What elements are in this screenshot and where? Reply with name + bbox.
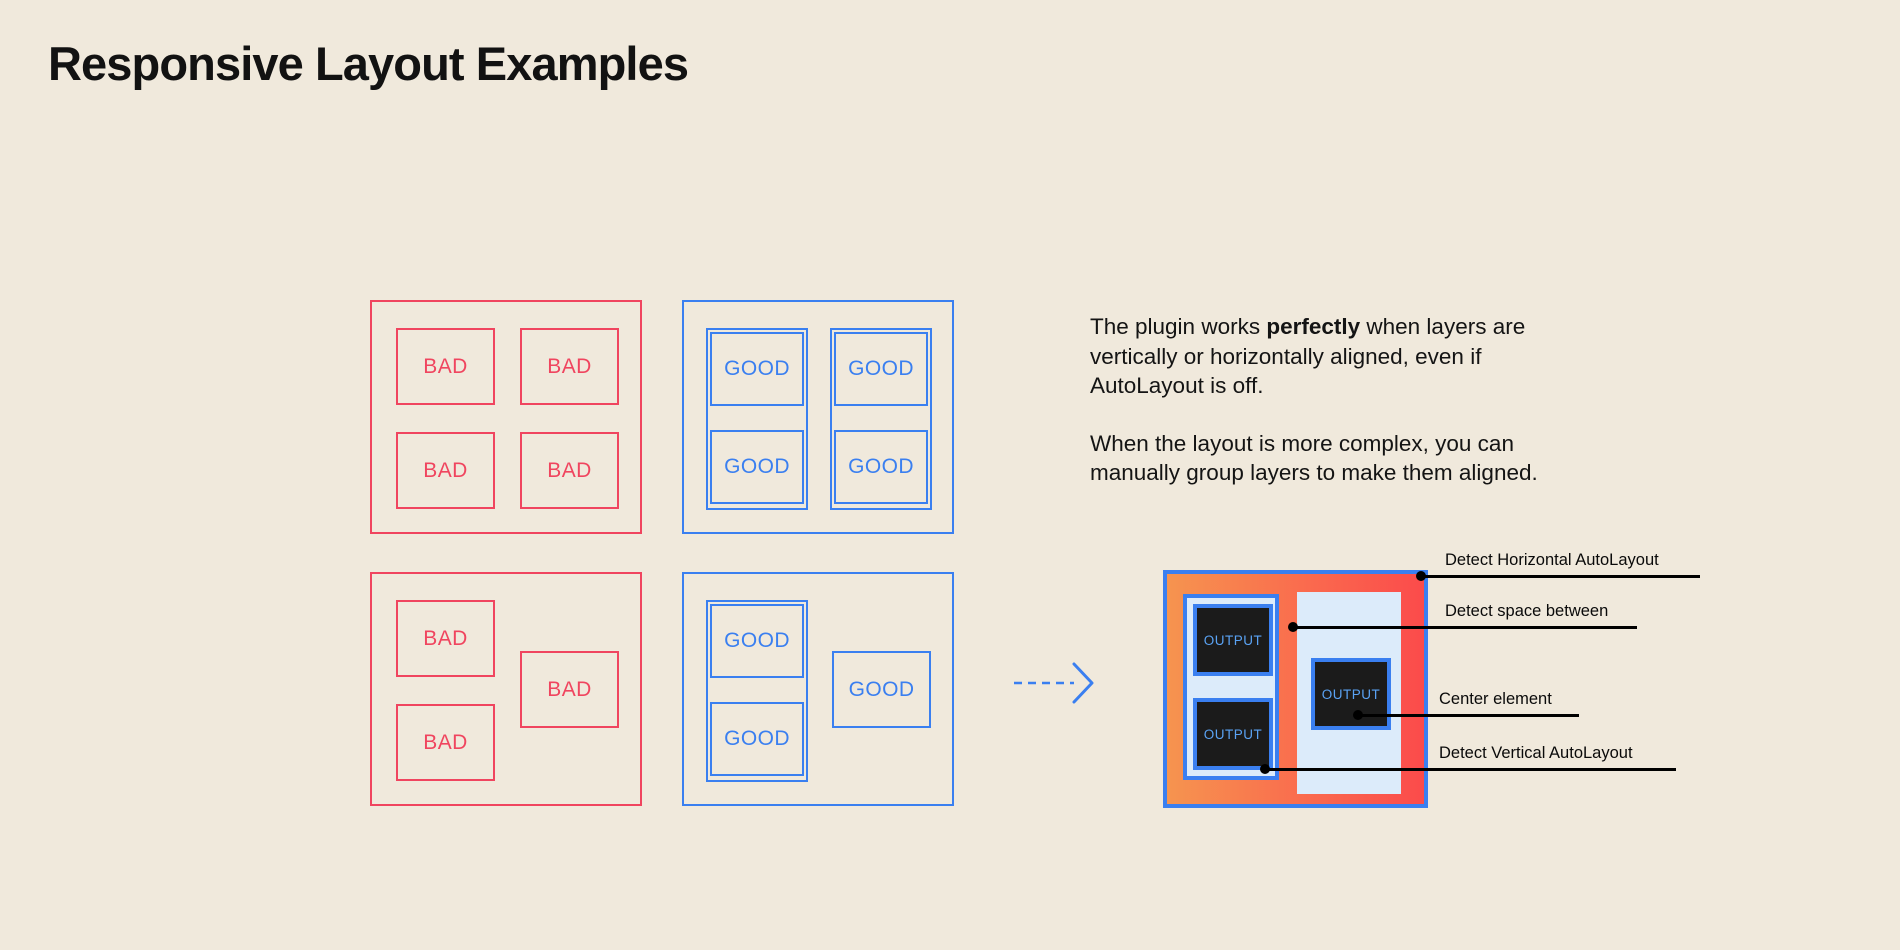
good-cell: GOOD xyxy=(710,430,804,504)
explanatory-copy: The plugin works perfectly when layers a… xyxy=(1090,312,1560,488)
good-group-column: GOOD GOOD xyxy=(830,328,932,510)
dashed-arrow-right-icon xyxy=(1012,660,1098,706)
bad-cell: BAD xyxy=(396,432,495,509)
bad-cell: BAD xyxy=(396,704,495,781)
good-complex-panel: GOOD GOOD GOOD xyxy=(682,572,954,806)
page-title: Responsive Layout Examples xyxy=(48,37,689,90)
callout-line xyxy=(1264,768,1676,771)
copy-paragraph-2: When the layout is more complex, you can… xyxy=(1090,430,1538,486)
good-group-column: GOOD GOOD xyxy=(706,600,808,782)
callout-label: Detect space between xyxy=(1445,602,1609,620)
bad-cell: BAD xyxy=(396,328,495,405)
callout-label: Detect Horizontal AutoLayout xyxy=(1445,551,1659,569)
copy-p1-bold: perfectly xyxy=(1266,314,1361,339)
output-box: OUTPUT xyxy=(1311,658,1391,730)
good-cell: GOOD xyxy=(710,332,804,406)
good-grid-panel: GOOD GOOD GOOD GOOD xyxy=(682,300,954,534)
callout-line xyxy=(1357,714,1579,717)
callout-label: Detect Vertical AutoLayout xyxy=(1439,744,1633,762)
bad-complex-panel: BAD BAD BAD xyxy=(370,572,642,806)
output-box: OUTPUT xyxy=(1193,698,1273,770)
bad-cell: BAD xyxy=(520,328,619,405)
good-cell: GOOD xyxy=(710,702,804,776)
good-group-column: GOOD GOOD xyxy=(706,328,808,510)
copy-p1-before: The plugin works xyxy=(1090,314,1267,339)
output-box: OUTPUT xyxy=(1193,604,1273,676)
good-cell: GOOD xyxy=(710,604,804,678)
callout-label: Center element xyxy=(1439,690,1552,708)
copy-paragraph-1: The plugin works perfectly when layers a… xyxy=(1090,312,1560,401)
bad-cell: BAD xyxy=(520,432,619,509)
callout-line xyxy=(1292,626,1637,629)
good-cell: GOOD xyxy=(832,651,931,728)
callout-line xyxy=(1420,575,1700,578)
autolayout-detection-diagram: OUTPUT OUTPUT OUTPUT xyxy=(1163,570,1428,808)
bad-cell: BAD xyxy=(396,600,495,677)
good-cell: GOOD xyxy=(834,430,928,504)
bad-cell: BAD xyxy=(520,651,619,728)
diagram-left-group: OUTPUT OUTPUT xyxy=(1183,594,1279,780)
copy-p1-after: when layers are vertically or horizontal… xyxy=(1090,314,1526,398)
good-cell: GOOD xyxy=(834,332,928,406)
bad-grid-panel: BAD BAD BAD BAD xyxy=(370,300,642,534)
